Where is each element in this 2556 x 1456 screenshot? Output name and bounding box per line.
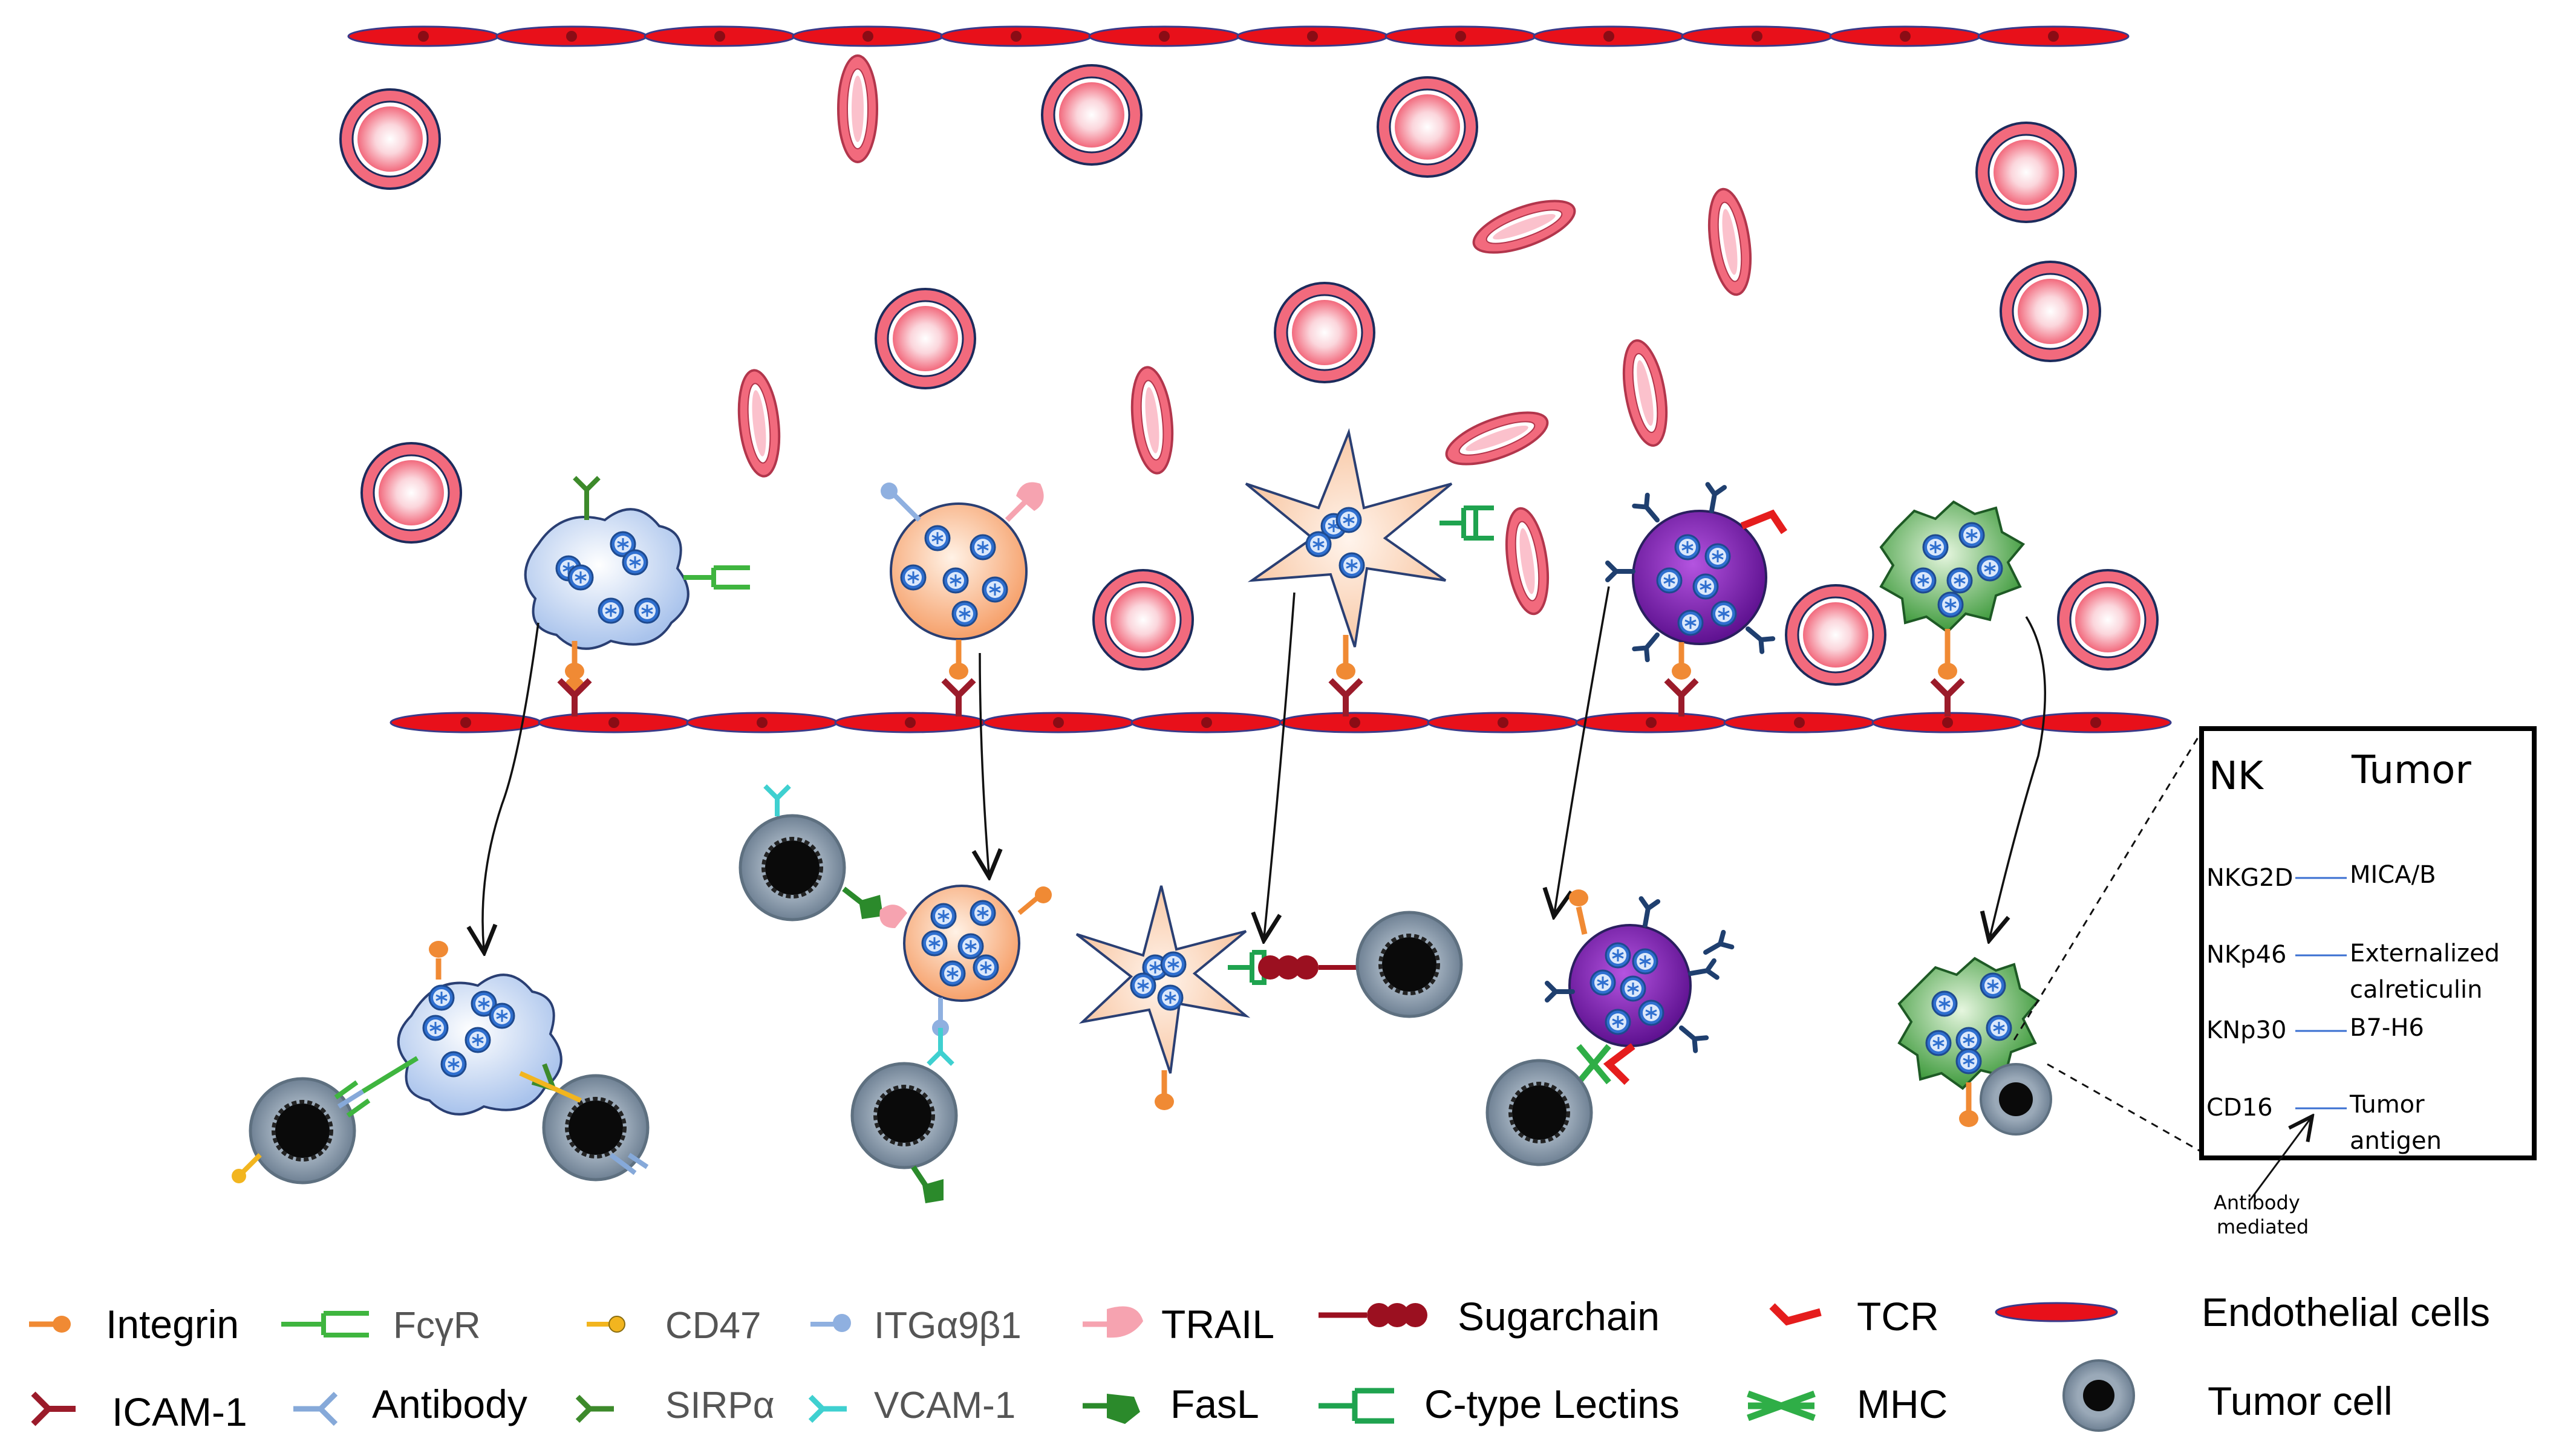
- legend-label: C-type Lectins: [1424, 1382, 1680, 1426]
- legend-sirpa: SIRPα: [575, 1385, 775, 1426]
- inset-header-tumor: Tumor: [2351, 748, 2471, 793]
- inset-tumor-label: Tumor: [2349, 1091, 2425, 1119]
- nk-cell-orange-vessel: [881, 482, 1044, 680]
- legend-label: Integrin: [106, 1302, 239, 1347]
- inset-tumor-label: MICA/B: [2350, 861, 2436, 889]
- legend-label: CD47: [665, 1305, 761, 1347]
- legend-cd47: CD47: [587, 1305, 761, 1347]
- antibody-mediated-note: Antibody mediated: [2214, 1119, 2310, 1238]
- legend-vcam1: VCAM-1: [808, 1385, 1016, 1426]
- legend-label: FasL: [1170, 1382, 1259, 1426]
- legend-label: Endothelial cells: [2202, 1290, 2490, 1334]
- legend-label: TRAIL: [1161, 1302, 1274, 1347]
- star-nk-tumor-interaction: [1075, 885, 1461, 1110]
- inset-tumor-label-line2: antigen: [2350, 1127, 2442, 1155]
- legend-ctype: C-type Lectins: [1319, 1382, 1680, 1426]
- inset-nk-label: NKG2D: [2206, 864, 2293, 892]
- nk-cell-purple-vessel: [1608, 484, 1787, 680]
- icam-receptors-endothelium: [557, 678, 1965, 717]
- legend-fasl: FasL: [1083, 1382, 1259, 1426]
- orange-nk-tumor-interaction: [740, 784, 1052, 1203]
- inset-nk-label: KNp30: [2206, 1016, 2286, 1044]
- legend-label: Antibody: [372, 1382, 527, 1426]
- legend-integrin: Integrin: [29, 1302, 239, 1347]
- legend-label: Sugarchain: [1458, 1294, 1660, 1339]
- legend-sugarchain: Sugarchain: [1319, 1294, 1660, 1339]
- legend-antibody: Antibody: [293, 1382, 527, 1426]
- migration-arrows: [483, 586, 2046, 949]
- green-nk-tumor-interaction: [1897, 957, 2052, 1136]
- top-endothelium: [347, 25, 2130, 47]
- inset-box: NK Tumor NKG2D MICA/B NKp46 Externalized…: [2199, 726, 2537, 1160]
- legend-label: ICAM-1: [112, 1389, 247, 1434]
- inset-nk-label: NKp46: [2206, 941, 2286, 969]
- legend: Integrin FcγR CD47 ITGα9β1 TRAIL Sugarch…: [29, 1290, 2490, 1434]
- legend-label: SIRPα: [665, 1385, 775, 1426]
- nk-cell-blue-vessel: [524, 476, 750, 713]
- legend-itga9b1: ITGα9β1: [810, 1305, 1022, 1347]
- inset-zoom-lines: [2013, 731, 2203, 1153]
- inset-nk-label: CD16: [2206, 1094, 2273, 1122]
- nk-cell-green-vessel: [1879, 500, 2026, 680]
- legend-label: MHC: [1857, 1382, 1948, 1426]
- legend-label: Tumor cell: [2208, 1379, 2393, 1423]
- legend-label: FcγR: [393, 1305, 481, 1347]
- purple-nk-tumor-interaction: [1487, 889, 1732, 1165]
- legend-fcgr: FcγR: [281, 1305, 481, 1347]
- blue-nk-tumor-interaction: [232, 941, 648, 1183]
- inset-tumor-label: Externalized: [2350, 940, 2500, 967]
- note-line2: mediated: [2217, 1215, 2309, 1238]
- inset-tumor-label: B7-H6: [2350, 1014, 2424, 1042]
- legend-label: ITGα9β1: [874, 1305, 1022, 1347]
- inset-header-nk: NK: [2209, 754, 2264, 799]
- legend-trail: TRAIL: [1083, 1302, 1274, 1347]
- legend-label: TCR: [1857, 1294, 1939, 1339]
- legend-mhc: MHC: [1747, 1382, 1948, 1426]
- legend-icam1: ICAM-1: [31, 1389, 247, 1434]
- legend-endothelial: Endothelial cells: [1995, 1290, 2490, 1334]
- inset-tumor-label-line2: calreticulin: [2350, 976, 2483, 1004]
- note-line1: Antibody: [2214, 1191, 2300, 1214]
- legend-tumorcell: Tumor cell: [2062, 1359, 2393, 1432]
- legend-label: VCAM-1: [874, 1385, 1016, 1426]
- legend-tcr: TCR: [1769, 1294, 1939, 1339]
- bottom-endothelium: [390, 712, 2172, 733]
- nk-cell-star-vessel: [1245, 428, 1494, 680]
